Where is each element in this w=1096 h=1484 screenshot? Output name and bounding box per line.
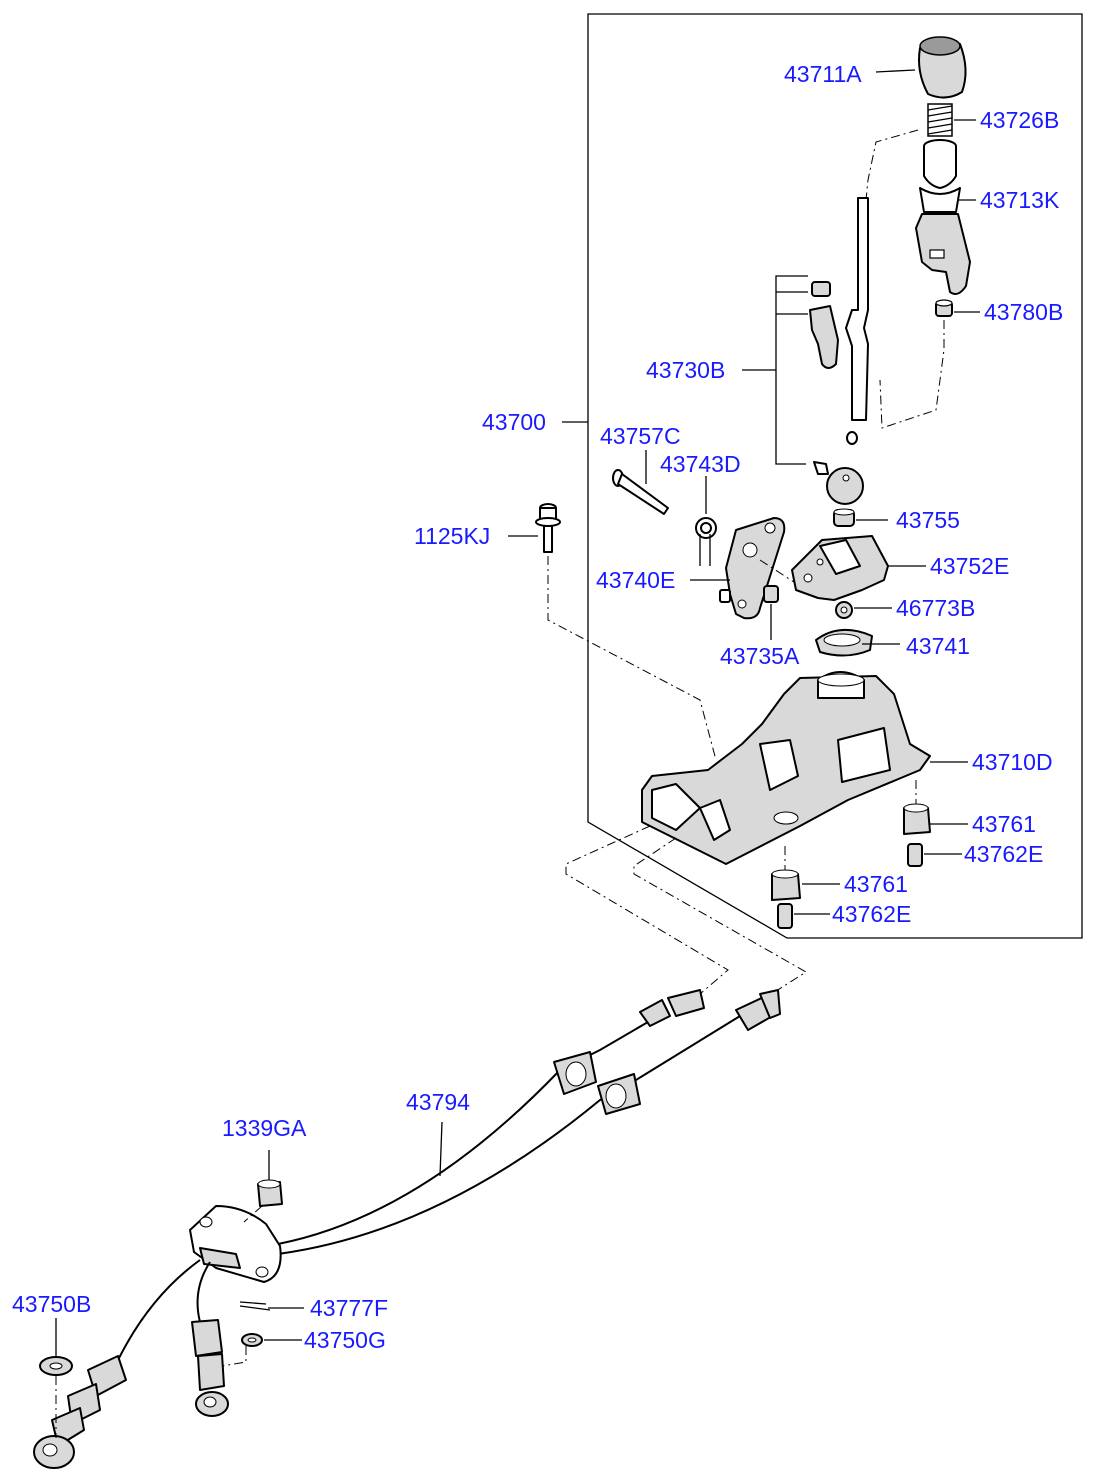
lever-bracket-part (719, 517, 786, 620)
callout-43735A: 43735A (720, 643, 800, 669)
callout-43777F: 43777F (310, 1295, 388, 1321)
small-bush-part (935, 299, 953, 317)
callout-43710D: 43710D (972, 749, 1053, 775)
callout-43700: 43700 (482, 409, 546, 435)
grommet-part (257, 1179, 283, 1207)
torsion-spring-part (695, 517, 717, 566)
callout-43750G: 43750G (304, 1327, 386, 1353)
callout-43761-right: 43761 (972, 811, 1036, 837)
callout-43711A: 43711A (784, 61, 862, 87)
shift-rod-part (845, 197, 869, 445)
collar-part (833, 508, 855, 527)
lever-kit-parts (809, 281, 864, 505)
callout-43780B: 43780B (984, 299, 1063, 325)
shift-knob-part (918, 36, 967, 99)
pin-part (612, 469, 669, 515)
callout-43713K: 43713K (980, 187, 1060, 213)
callout-43762E-right: 43762E (964, 841, 1043, 867)
callout-1125KJ: 1125KJ (414, 523, 490, 549)
callout-43755: 43755 (896, 507, 960, 533)
callout-46773B: 46773B (896, 595, 975, 621)
sleeve-right-part (907, 843, 923, 867)
sleeve-left-part (777, 903, 793, 929)
callout-43757C: 43757C (600, 423, 681, 449)
callout-43743D: 43743D (660, 451, 741, 477)
callout-43750B: 43750B (12, 1291, 91, 1317)
retaining-ring-part (815, 629, 873, 657)
shift-cable-part (33, 989, 781, 1469)
mount-left-part (771, 869, 801, 901)
callout-43730B: 43730B (646, 357, 725, 383)
bolt-part (535, 503, 561, 553)
shifter-base-part (641, 671, 931, 865)
callout-43740E: 43740E (596, 567, 675, 593)
coil-spring-part (927, 103, 953, 137)
washer-left-part (39, 1356, 73, 1376)
callout-43741: 43741 (906, 633, 970, 659)
lever-housing-part (791, 535, 889, 601)
callout-43752E: 43752E (930, 553, 1009, 579)
callout-43726B: 43726B (980, 107, 1059, 133)
lever-boot-part (915, 139, 971, 295)
callout-1339GA: 1339GA (222, 1115, 307, 1141)
callout-43761-left: 43761 (844, 871, 908, 897)
callout-43762E-left: 43762E (832, 901, 911, 927)
assembly-border (587, 13, 1083, 939)
callout-43794: 43794 (406, 1089, 470, 1115)
mount-right-part (903, 803, 931, 835)
washer-part (835, 601, 853, 619)
bushing-pin-part (763, 585, 779, 603)
clip-part (239, 1301, 271, 1311)
washer-right-part (241, 1333, 263, 1347)
